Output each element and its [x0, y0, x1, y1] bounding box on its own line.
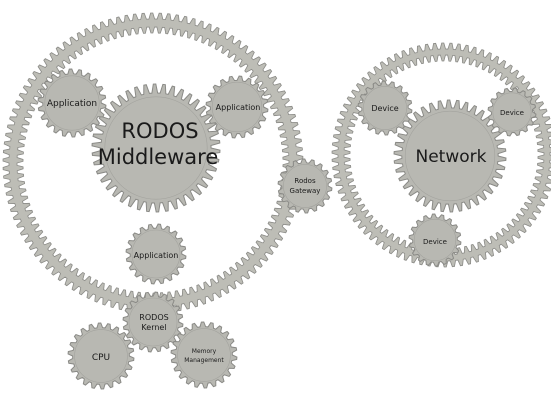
memory-label-line1: Memory [192, 348, 217, 355]
memory-management-gear-hub [177, 328, 231, 382]
network-ring-gear [331, 42, 551, 268]
memory-label-line2: Management [184, 357, 224, 364]
device-gear-bottom-hub [413, 218, 457, 262]
rodos-gateway-gear-hub [283, 164, 327, 208]
gateway-label-line1: Rodos [294, 177, 316, 185]
device-label-right: Device [500, 109, 524, 117]
device-gear-left-hub [363, 86, 407, 130]
network-gear-hub [404, 110, 496, 202]
application-gear-right-hub [211, 81, 263, 133]
cpu-label: CPU [92, 353, 110, 363]
rodos-middleware-gear [91, 83, 221, 213]
device-gear-right-hub [492, 92, 532, 132]
application-gear-bottom-hub [131, 229, 181, 279]
application-gear-right [205, 75, 269, 139]
application-gear-left [37, 68, 107, 138]
cpu-gear-hub [74, 329, 128, 383]
rodos-kernel-gear [122, 291, 184, 353]
network-title: Network [416, 147, 487, 167]
middleware-ring-gear [2, 12, 304, 314]
kernel-label-line2: Kernel [141, 323, 166, 332]
device-label-left: Device [371, 104, 398, 113]
middleware-title-line2: Middleware [98, 145, 219, 169]
application-label-bottom: Application [134, 251, 179, 260]
application-gear-left-hub [44, 75, 100, 131]
application-gear-bottom [125, 223, 187, 285]
memory-management-gear [170, 321, 238, 389]
network-ring-gear-band [331, 42, 551, 268]
middleware-ring-gear-band [2, 12, 304, 314]
application-label-left: Application [47, 99, 97, 109]
kernel-label-line1: RODOS [139, 313, 168, 322]
rodos-gateway-gear [277, 158, 333, 214]
cpu-gear [67, 322, 135, 390]
middleware-title-line1: RODOS [121, 119, 198, 143]
device-gear-right [487, 87, 537, 137]
device-gear-left [357, 80, 413, 136]
network-gear [393, 99, 507, 213]
rodos-kernel-gear-hub [128, 297, 178, 347]
rodos-middleware-gear-hub [104, 96, 208, 200]
device-label-bottom: Device [423, 238, 447, 246]
application-label-right: Application [216, 103, 261, 112]
gateway-label-line2: Gateway [290, 187, 321, 195]
device-gear-bottom [408, 213, 462, 267]
